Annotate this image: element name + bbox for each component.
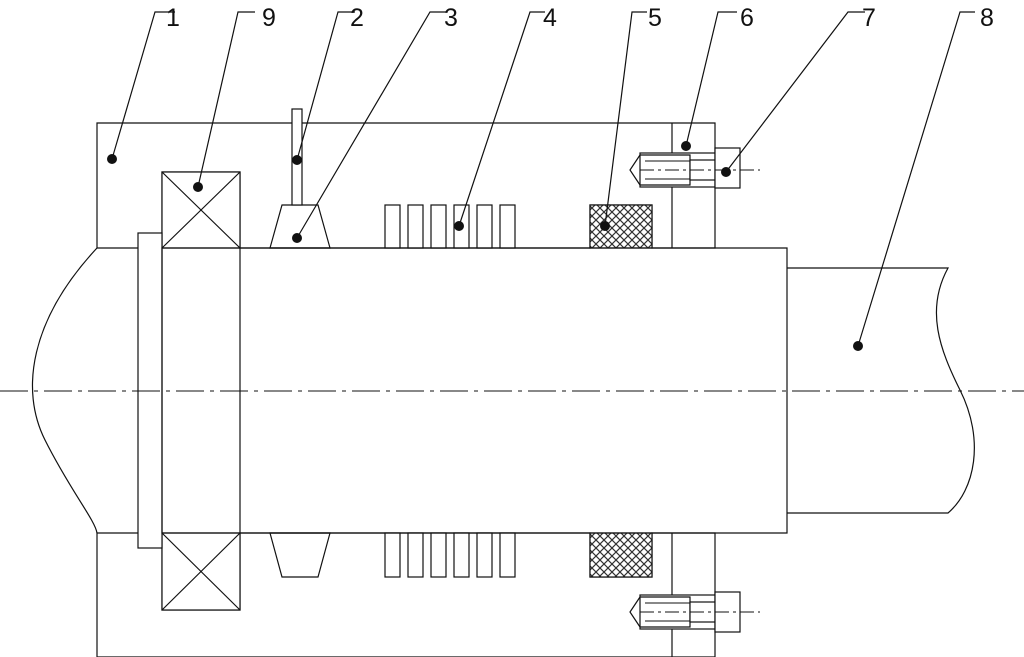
- bore-break-line: [31, 247, 98, 534]
- packing-top: [589, 204, 653, 249]
- label-part-8: 8: [980, 4, 994, 32]
- seal-ring-bottom: [269, 532, 331, 578]
- packing-bottom: [589, 532, 653, 578]
- label-part-3: 3: [444, 4, 458, 32]
- label-part-4: 4: [543, 4, 557, 32]
- fins-bottom: [384, 532, 516, 578]
- label-part-2: 2: [350, 4, 364, 32]
- label-part-5: 5: [648, 4, 662, 32]
- shaft-end: [787, 267, 975, 514]
- label-part-9: 9: [262, 4, 276, 32]
- bearing-bottom: [161, 532, 241, 611]
- label-part-6: 6: [740, 4, 754, 32]
- label-part-7: 7: [862, 4, 876, 32]
- fins-top: [384, 204, 516, 249]
- bolt-bottom: [629, 591, 760, 633]
- label-part-1: 1: [166, 4, 180, 32]
- leader-dots: [107, 141, 863, 351]
- bearing-top: [161, 171, 241, 249]
- leader-lines: [111, 11, 975, 347]
- shaft: [161, 247, 788, 534]
